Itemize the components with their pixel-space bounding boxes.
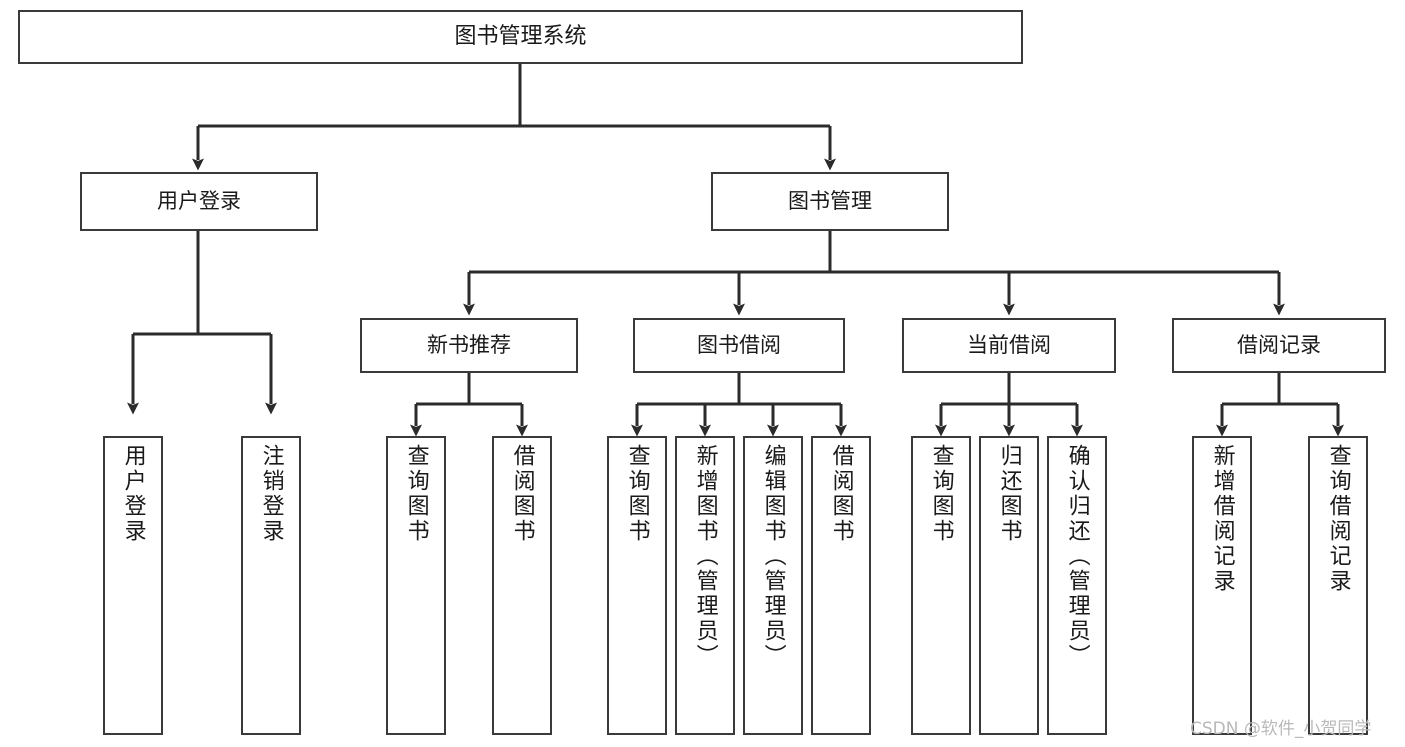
node-label: 查询借阅记录 xyxy=(1325,444,1351,594)
node-root-book-management-system[interactable]: 图书管理系统 xyxy=(18,10,1023,64)
node-book-borrow[interactable]: 图书借阅 xyxy=(633,318,845,373)
edges-bookborrow-to-leaves xyxy=(631,373,847,437)
node-label: 注销登录 xyxy=(258,444,284,544)
node-label: 查询图书 xyxy=(624,444,650,544)
leaf-book-borrow-borrow-book[interactable]: 借阅图书 xyxy=(811,436,871,735)
node-user-login[interactable]: 用户登录 xyxy=(80,172,318,231)
leaf-borrow-record-add-record[interactable]: 新增借阅记录 xyxy=(1192,436,1252,735)
node-book-management[interactable]: 图书管理 xyxy=(711,172,949,231)
leaf-borrow-record-query-record[interactable]: 查询借阅记录 xyxy=(1308,436,1368,735)
leaf-book-borrow-query-book[interactable]: 查询图书 xyxy=(607,436,667,735)
node-label: 用户登录 xyxy=(157,189,241,214)
node-label: 查询图书 xyxy=(928,444,954,544)
leaf-user-login-logout[interactable]: 注销登录 xyxy=(241,436,301,735)
node-label: 借阅图书 xyxy=(509,444,535,544)
edges-currentborrow-to-leaves xyxy=(935,373,1083,437)
node-label: 归还图书 xyxy=(996,444,1022,544)
node-label: 确认归还（管理员） xyxy=(1064,444,1090,669)
node-borrow-record[interactable]: 借阅记录 xyxy=(1172,318,1386,373)
leaf-current-borrow-return-book[interactable]: 归还图书 xyxy=(979,436,1039,735)
node-label: 图书管理 xyxy=(788,189,872,214)
node-label: 图书借阅 xyxy=(697,333,781,358)
node-label: 查询图书 xyxy=(403,444,429,544)
node-label: 图书管理系统 xyxy=(454,24,587,50)
node-new-book-recommend[interactable]: 新书推荐 xyxy=(360,318,578,373)
leaf-book-borrow-add-book-admin[interactable]: 新增图书（管理员） xyxy=(675,436,735,735)
leaf-current-borrow-query-book[interactable]: 查询图书 xyxy=(911,436,971,735)
edges-newbook-to-leaves xyxy=(410,373,528,437)
leaf-new-book-borrow-book[interactable]: 借阅图书 xyxy=(492,436,552,735)
node-label: 借阅图书 xyxy=(828,444,854,544)
edges-root-to-level2 xyxy=(192,64,836,171)
node-label: 新书推荐 xyxy=(427,333,511,358)
node-label: 编辑图书（管理员） xyxy=(760,444,786,669)
node-label: 用户登录 xyxy=(120,444,146,544)
edges-bookmgmt-to-level3 xyxy=(463,231,1285,316)
node-current-borrow[interactable]: 当前借阅 xyxy=(902,318,1116,373)
edges-borrowrecord-to-leaves xyxy=(1216,373,1344,437)
node-label: 当前借阅 xyxy=(967,333,1051,358)
node-label: 新增借阅记录 xyxy=(1209,444,1235,594)
node-label: 新增图书（管理员） xyxy=(692,444,718,669)
leaf-current-borrow-confirm-return-admin[interactable]: 确认归还（管理员） xyxy=(1047,436,1107,735)
leaf-book-borrow-edit-book-admin[interactable]: 编辑图书（管理员） xyxy=(743,436,803,735)
leaf-user-login-login[interactable]: 用户登录 xyxy=(103,436,163,735)
edges-userlogin-to-leaves xyxy=(127,231,277,415)
watermark: CSDN @软件_小贺同学 xyxy=(1190,719,1372,739)
node-label: 借阅记录 xyxy=(1237,333,1321,358)
leaf-new-book-query-book[interactable]: 查询图书 xyxy=(386,436,446,735)
